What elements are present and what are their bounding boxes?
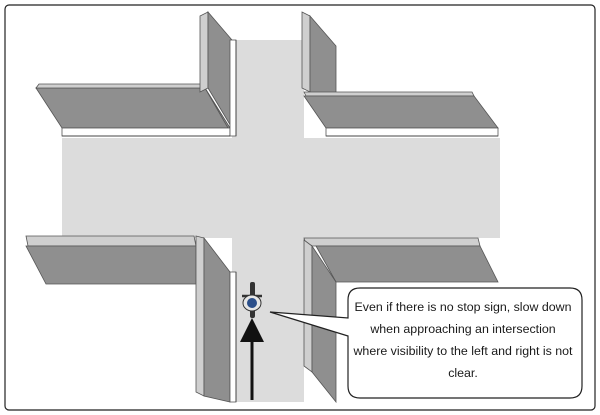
bicycle-rider-icon xyxy=(242,282,262,318)
curb-top-left xyxy=(62,40,237,137)
building-bottom-left xyxy=(25,235,237,403)
callout-text: Even if there is no stop sign, slow down… xyxy=(353,300,573,380)
callout-bubble xyxy=(269,287,583,399)
building-top-right xyxy=(301,11,499,137)
road-surface xyxy=(62,40,500,402)
